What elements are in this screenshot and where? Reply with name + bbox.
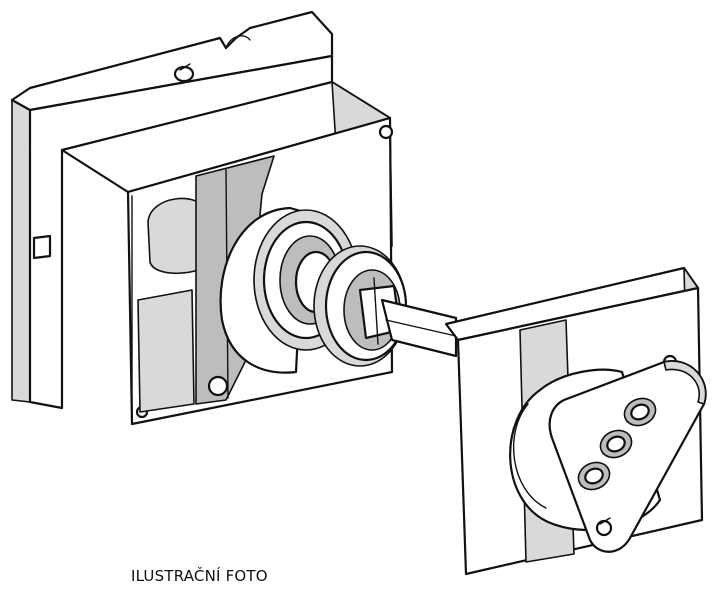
extension-shaft [380, 298, 458, 358]
shaft-adapter [253, 209, 408, 367]
mounting-plate-screw [173, 65, 195, 83]
rotary-handle [509, 359, 707, 553]
switch-body-label-area [137, 289, 195, 413]
mounting-plate-side [11, 87, 31, 403]
mounting-plate-notch [32, 234, 52, 260]
caption-illustrative-photo: ILUSTRAČNÍ FOTO [131, 567, 268, 585]
